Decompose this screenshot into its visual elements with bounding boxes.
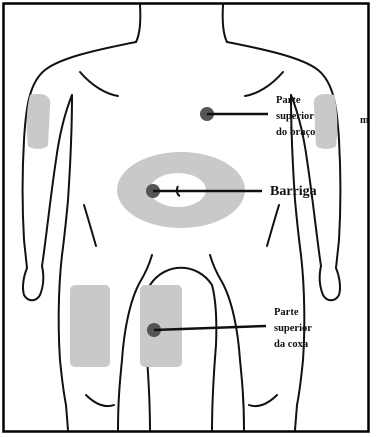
zone-upper-thigh-right xyxy=(140,285,182,367)
label-upper-arm-line-3: do braço xyxy=(276,127,315,138)
label-upper-thigh-line-1: Parte xyxy=(274,307,299,318)
label-upper-thigh: Parte superior da coxa xyxy=(274,307,312,350)
stray-mark: m xyxy=(360,115,369,126)
label-upper-thigh-line-2: superior xyxy=(274,323,312,334)
label-upper-arm: Parte superior do braço xyxy=(276,95,315,138)
label-upper-thigh-line-3: da coxa xyxy=(274,339,309,350)
label-belly: Barriga xyxy=(270,184,317,199)
zone-upper-arm-left xyxy=(27,94,51,149)
label-upper-arm-line-2: superior xyxy=(276,111,314,122)
zone-upper-arm-right xyxy=(314,94,338,149)
label-upper-arm-line-1: Parte xyxy=(276,95,301,106)
zone-upper-thigh-left xyxy=(70,285,110,367)
